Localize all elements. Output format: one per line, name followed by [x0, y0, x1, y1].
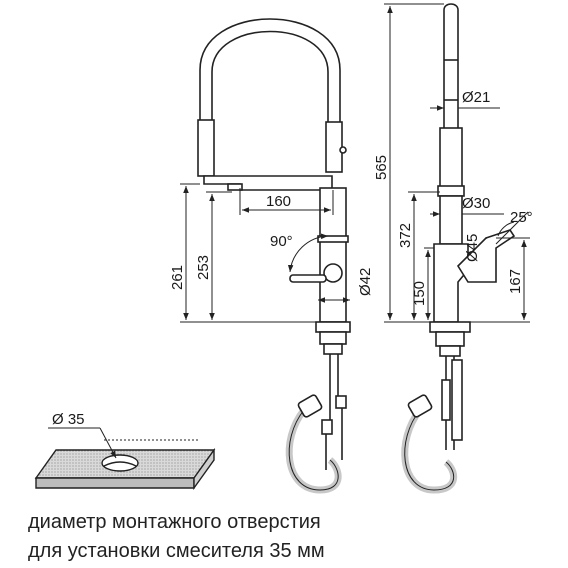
dim-spout-height: 261 — [169, 265, 186, 290]
mounting-hole — [101, 454, 139, 472]
dim-base-diameter: Ø45 — [464, 234, 481, 262]
front-view — [197, 18, 351, 494]
front-view-dimensions — [180, 183, 350, 323]
spray-holder — [197, 119, 215, 177]
side-neck-top — [443, 3, 459, 131]
base-plate — [315, 321, 351, 333]
spray-head — [325, 121, 343, 173]
dim-hole-diameter: Ø 35 — [52, 411, 85, 428]
spout-arm — [203, 175, 333, 191]
countertop-slab — [34, 447, 216, 491]
spring-arc-inner — [211, 30, 329, 172]
lever-handle — [289, 274, 327, 283]
caption-line-1: диаметр монтажного отверстия — [28, 511, 321, 533]
dim-neck-height: 372 — [397, 223, 414, 248]
dim-under-spout: 253 — [195, 255, 212, 280]
dim-handle-height: 167 — [507, 269, 524, 294]
dim-body-height: 150 — [411, 281, 428, 306]
hole-leader — [48, 427, 200, 459]
lever-knob — [323, 263, 343, 283]
spring-arc-outer — [199, 18, 341, 172]
dim-handle-angle: 25° — [510, 209, 533, 226]
dim-body-diameter: Ø42 — [357, 268, 374, 296]
dim-hose-diameter: Ø21 — [462, 89, 490, 106]
dim-neck-diameter: Ø30 — [462, 195, 490, 212]
side-view-dimensions — [384, 3, 530, 323]
side-body — [433, 243, 469, 323]
dim-total-height: 565 — [373, 155, 390, 180]
dim-reach: 160 — [266, 193, 291, 210]
caption-line-2: для установки смесителя 35 мм — [28, 540, 325, 562]
side-view — [401, 3, 516, 494]
supply-hose — [325, 354, 331, 470]
dim-rotation: 90° — [270, 233, 293, 250]
side-lever — [456, 237, 497, 283]
